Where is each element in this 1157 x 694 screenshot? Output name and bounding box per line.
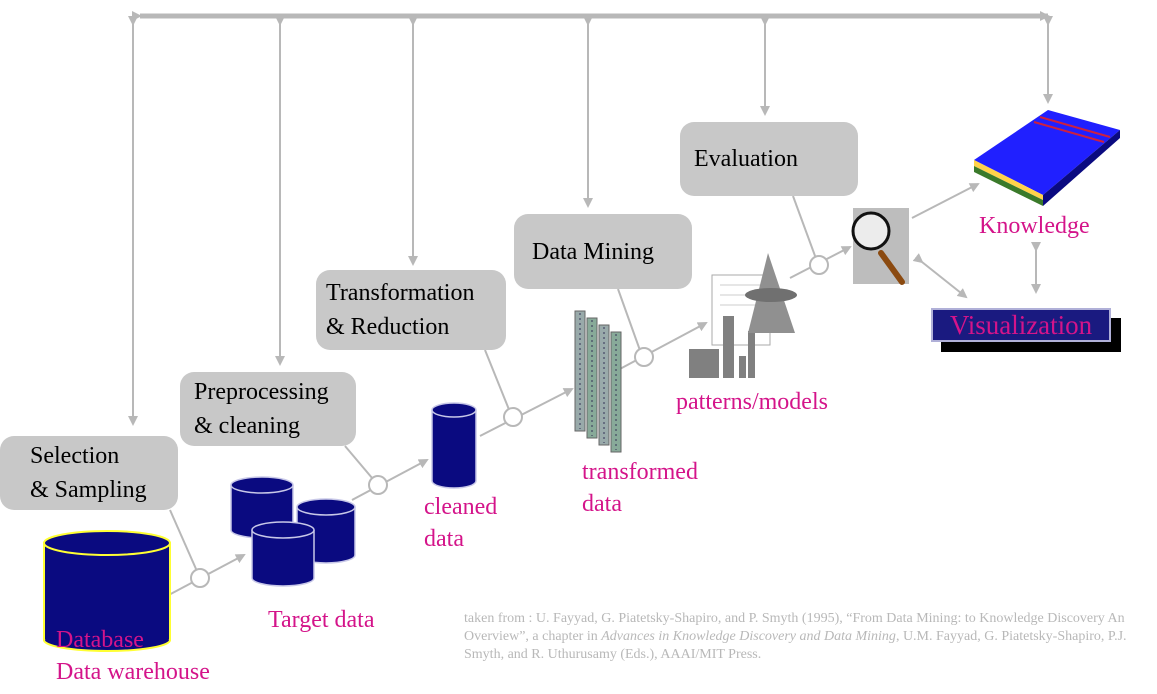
pipeline-arrow-6 [911,183,980,219]
step-data-mining: Data Mining [514,214,692,289]
cleaned-data-cylinder-icon [431,402,477,489]
pipeline-arrow-4 [617,322,708,371]
label-transformed-data: data [582,491,622,517]
label-database: Database [56,627,144,653]
junction-circle [809,255,829,275]
step-transformation-reduction: Transformation & Reduction [316,270,506,350]
target-data-cylinder-icon [230,476,356,587]
junction-circle [503,407,523,427]
citation-text: taken from : U. Fayyad, G. Piatetsky-Sha… [464,611,1125,644]
label-data-warehouse: Data warehouse [56,659,210,685]
visualization-box: Visualization [931,308,1111,342]
label-target-data: Target data [268,607,375,633]
step-line: Preprocessing [194,379,329,405]
step-line: & Sampling [30,477,147,503]
step-evaluation: Evaluation [680,122,858,196]
step-line: Evaluation [694,146,798,172]
junction-circle [368,475,388,495]
citation: taken from : U. Fayyad, G. Piatetsky-Sha… [464,610,1154,664]
label-cleaned: cleaned [424,494,498,520]
junction-circle [634,347,654,367]
label-patterns-models: patterns/models [676,389,828,415]
step-line: Data Mining [532,238,654,265]
database-cylinder-icon [43,530,171,652]
step-preprocessing-cleaning: Preprocessing & cleaning [180,372,356,446]
magnifier-icon [851,208,909,285]
citation-book-title: Advances in Knowledge Discovery and Data… [601,629,896,644]
junction-circle [190,568,210,588]
pipeline-arrow-3 [479,388,574,437]
citation-text-end: , U.M. Fayyad, G. Piatetsky-Shapiro, P.J… [464,629,1127,662]
label-cleaned-data: data [424,526,464,552]
step-line: Selection [30,443,120,469]
bar-chart-icon [689,253,797,378]
step-line: & cleaning [194,413,300,439]
data-sheets-icon [574,310,622,453]
label-transformed: transformed [582,459,698,485]
book-icon [974,110,1120,206]
pipeline-arrow-2 [351,459,429,501]
magnifier-viz-arrow [912,253,968,299]
step-selection-sampling: Selection & Sampling [0,436,178,510]
step-line: & Reduction [326,314,450,340]
label-knowledge: Knowledge [979,213,1090,239]
step-line: Transformation [326,280,475,306]
